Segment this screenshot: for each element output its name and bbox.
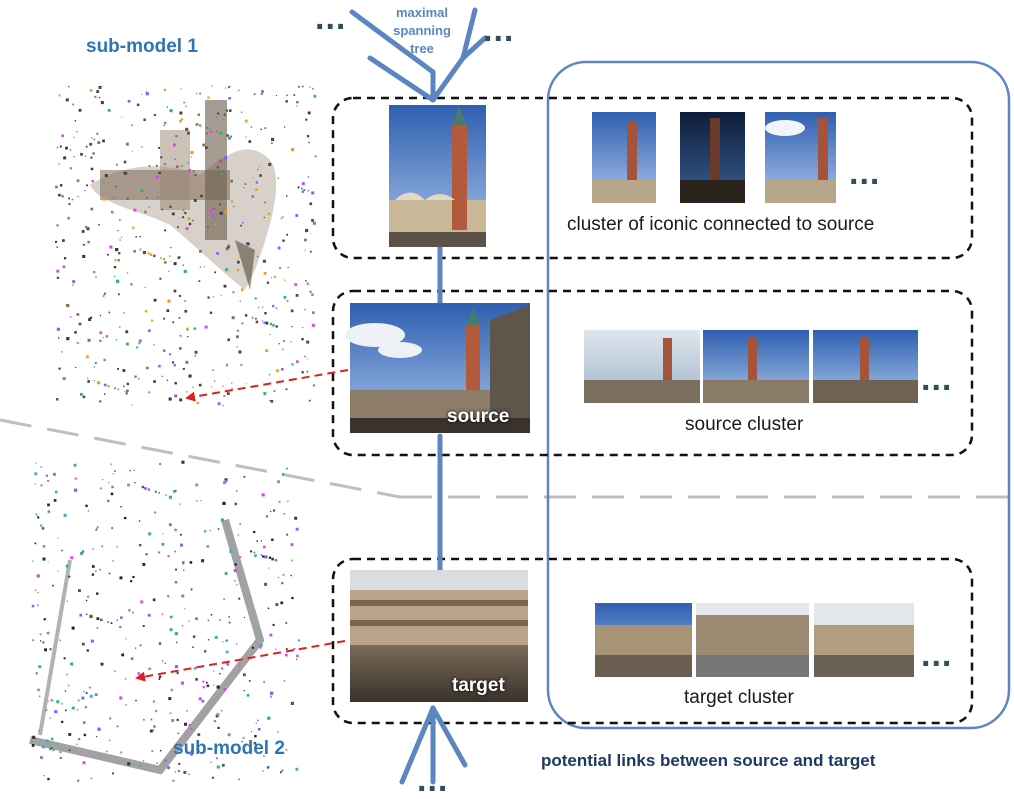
source-cluster-caption: source cluster: [685, 414, 804, 435]
sub-model-2-pointcloud: [29, 460, 300, 782]
potential-links-container: [546, 60, 1011, 730]
iconic-cluster-box: [331, 96, 974, 260]
mst-label: maximal spanning tree: [370, 4, 474, 58]
submodel-divider: [0, 418, 401, 499]
iconic-thumb-1: [592, 112, 656, 203]
source-photo: [345, 303, 530, 433]
iconic-cluster-caption: cluster of iconic connected to source: [567, 214, 875, 235]
ellipsis-source: ...: [921, 360, 953, 398]
mst-label-line-3: tree: [410, 41, 434, 56]
iconic-thumb-2: [680, 112, 745, 203]
ellipsis-top-right: ...: [483, 11, 515, 49]
source-photo-label: source: [447, 406, 510, 427]
iconic-thumb-3: [765, 112, 836, 203]
target-cluster-box: [331, 557, 974, 725]
source-link-arrow: [185, 369, 349, 402]
sub-model-1-pointcloud: [55, 85, 317, 407]
source-thumb-3: [813, 330, 918, 403]
target-link-arrow: [135, 640, 346, 682]
target-photo-label: target: [452, 675, 505, 696]
sub-model-1-label: sub-model 1: [86, 36, 198, 57]
ellipsis-iconic: ...: [849, 154, 881, 192]
ellipsis-bottom: ...: [417, 761, 449, 799]
target-photo: [350, 570, 528, 702]
spanning-tree-edges: [349, 7, 488, 785]
target-cluster-caption: target cluster: [684, 687, 794, 708]
source-thumb-2: [703, 330, 809, 403]
target-thumb-3: [814, 603, 914, 677]
mst-label-line-2: spanning: [393, 23, 451, 38]
target-thumb-1: [595, 603, 692, 677]
target-thumb-2: [696, 603, 809, 677]
sub-model-2-label: sub-model 2: [173, 738, 285, 759]
ellipsis-top-left: ...: [315, 0, 347, 37]
iconic-photo: [389, 105, 486, 247]
source-thumb-1: [584, 330, 700, 403]
potential-links-caption: potential links between source and targe…: [541, 751, 876, 770]
mst-label-line-1: maximal: [395, 5, 449, 20]
ellipsis-target: ...: [921, 636, 953, 674]
